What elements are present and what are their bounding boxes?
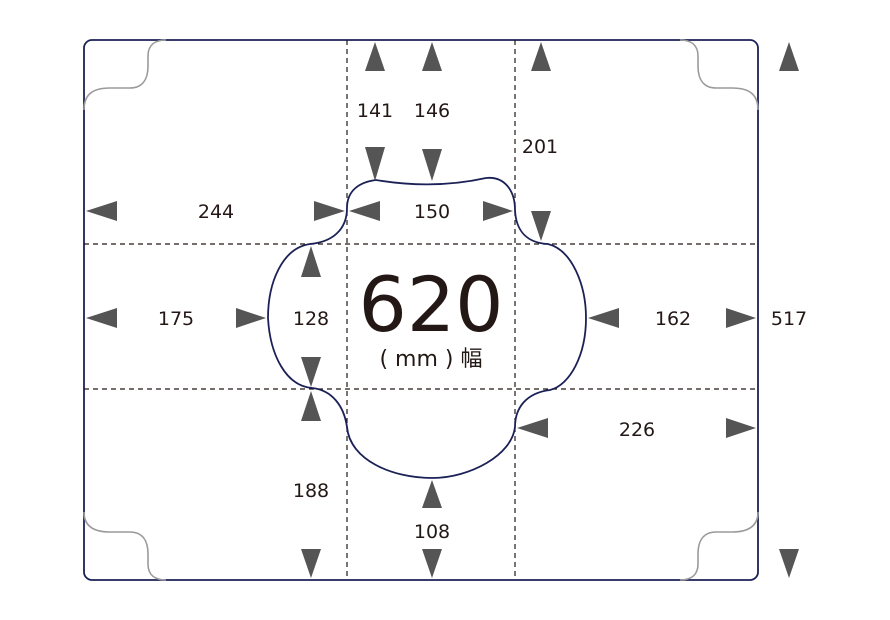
arrow-left	[86, 201, 117, 221]
arrow-down	[301, 357, 321, 387]
dimension-label: 128	[293, 308, 329, 330]
corner-curve-bottom-right	[679, 511, 759, 581]
board-outline	[83, 39, 759, 581]
arrow-up	[779, 42, 799, 71]
width-value: 620	[358, 260, 503, 349]
dimension-label: 108	[414, 521, 450, 543]
dimension-label: 150	[414, 201, 450, 223]
dimension-label: 244	[198, 201, 234, 223]
arrow-left	[588, 308, 619, 328]
center-cutout-outline	[267, 177, 587, 479]
arrow-up	[301, 391, 321, 421]
dimension-label: 226	[619, 419, 655, 441]
arrow-down	[531, 211, 551, 241]
dimension-label: 141	[357, 100, 393, 122]
arrow-right	[314, 201, 345, 221]
corner-curve-bottom-left	[83, 511, 167, 581]
arrow-right	[726, 308, 756, 328]
dimension-label: 201	[522, 136, 558, 158]
arrow-down	[422, 149, 442, 181]
arrow-right	[236, 308, 266, 328]
dimension-label: 146	[414, 100, 450, 122]
arrow-down	[422, 549, 442, 578]
arrow-down	[779, 549, 799, 578]
arrow-left	[86, 308, 117, 328]
dimension-label: 175	[158, 308, 194, 330]
dimension-label: 517	[771, 308, 807, 330]
arrow-down	[365, 147, 385, 181]
dimension-label: 162	[655, 308, 691, 330]
arrow-up	[531, 42, 551, 71]
dimension-label: 188	[293, 480, 329, 502]
arrow-left	[349, 201, 380, 221]
arrow-up	[422, 42, 442, 71]
arrow-down	[301, 549, 321, 578]
arrow-up	[422, 480, 442, 508]
arrow-right	[726, 418, 756, 438]
corner-curve-top-right	[679, 39, 759, 111]
corner-curve-top-left	[83, 39, 167, 111]
arrow-up	[365, 42, 385, 71]
arrow-up	[301, 246, 321, 277]
arrow-left	[517, 418, 548, 438]
width-unit-label: ( mm ) 幅	[379, 347, 482, 372]
arrow-right	[483, 201, 513, 221]
